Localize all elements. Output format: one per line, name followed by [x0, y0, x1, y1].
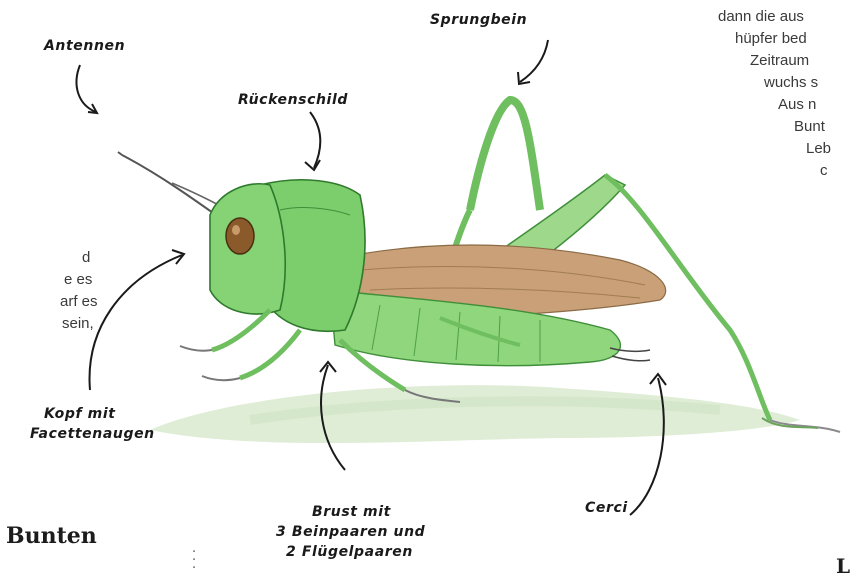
arrow-kopf [90, 255, 182, 390]
label-kopf-line1: Kopf mit [44, 406, 116, 423]
right-text-line-1: dann die aus [718, 6, 804, 28]
arrow-sprungbein [520, 40, 548, 82]
right-text-line-5: Aus n [778, 94, 816, 116]
left-text-line-1: d [82, 247, 90, 269]
left-text-line-4: sein, [62, 313, 94, 335]
ground-shadow [150, 385, 800, 443]
right-text-line-4: wuchs s [764, 72, 818, 94]
left-text-line-3: arf es [60, 291, 98, 313]
heading-left: Bunten [6, 523, 97, 549]
label-antennen: Antennen [44, 38, 125, 55]
label-brust-line3: 2 Flügelpaaren [286, 544, 413, 561]
right-text-line-3: Zeitraum [750, 50, 809, 72]
label-kopf-line2: Facettenaugen [30, 426, 155, 443]
label-cerci: Cerci [585, 500, 628, 517]
heading-right: L [836, 554, 850, 578]
right-text-line-8: c [820, 160, 828, 182]
label-rueckenschild: Rückenschild [238, 92, 348, 109]
label-brust-line2: 3 Beinpaaren und [276, 524, 425, 541]
dotted-divider: ··· [192, 549, 196, 573]
right-text-line-7: Leb [806, 138, 831, 160]
arrow-rueckenschild [310, 112, 320, 168]
right-text-line-6: Bunt [794, 116, 825, 138]
left-text-line-2: e es [64, 269, 92, 291]
label-brust-line1: Brust mit [312, 504, 391, 521]
compound-eye [226, 218, 254, 254]
right-text-line-2: hüpfer bed [735, 28, 807, 50]
label-sprungbein: Sprungbein [430, 12, 527, 29]
